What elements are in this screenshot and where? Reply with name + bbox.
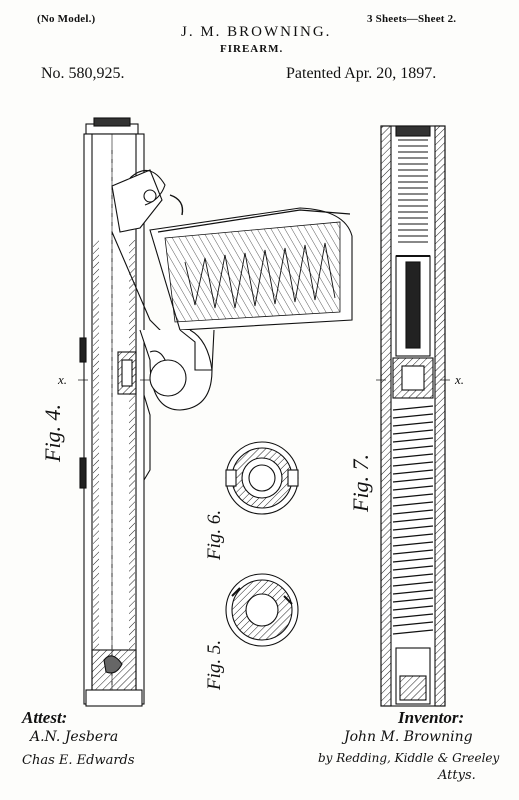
- inventor-signature: John M. Browning: [344, 729, 473, 745]
- patent-number: No. 580,925.: [41, 65, 125, 82]
- sheet-count: 3 Sheets—Sheet 2.: [367, 13, 457, 25]
- model-note: (No Model.): [37, 13, 96, 25]
- inventor-name-heading: J. M. BROWNING.: [181, 24, 332, 40]
- witness-signature-2: Chas E. Edwards: [22, 753, 135, 768]
- fig4-label: Fig. 4.: [40, 403, 65, 462]
- fig7-section-drawing: [376, 125, 450, 707]
- witness-signature-1: A.N. Jesbera: [30, 729, 119, 745]
- patent-date: Patented Apr. 20, 1897.: [286, 65, 437, 82]
- invention-title: FIREARM.: [220, 43, 284, 55]
- inventor-label: Inventor:: [398, 708, 465, 727]
- section-mark-left: x.: [58, 372, 68, 387]
- fig6-label: Fig. 6.: [204, 509, 225, 560]
- attorneys-label: Attys.: [438, 768, 476, 783]
- fig5-cross-section: [225, 573, 299, 647]
- attorneys-signature: by Redding, Kiddle & Greeley: [318, 751, 500, 765]
- section-mark-right: x.: [455, 372, 465, 387]
- fig5-label: Fig. 5.: [204, 639, 225, 690]
- fig4-pistol-drawing: [78, 117, 353, 707]
- fig6-cross-section: [225, 441, 299, 515]
- fig7-label: Fig. 7.: [348, 453, 373, 512]
- attest-label: Attest:: [22, 708, 68, 727]
